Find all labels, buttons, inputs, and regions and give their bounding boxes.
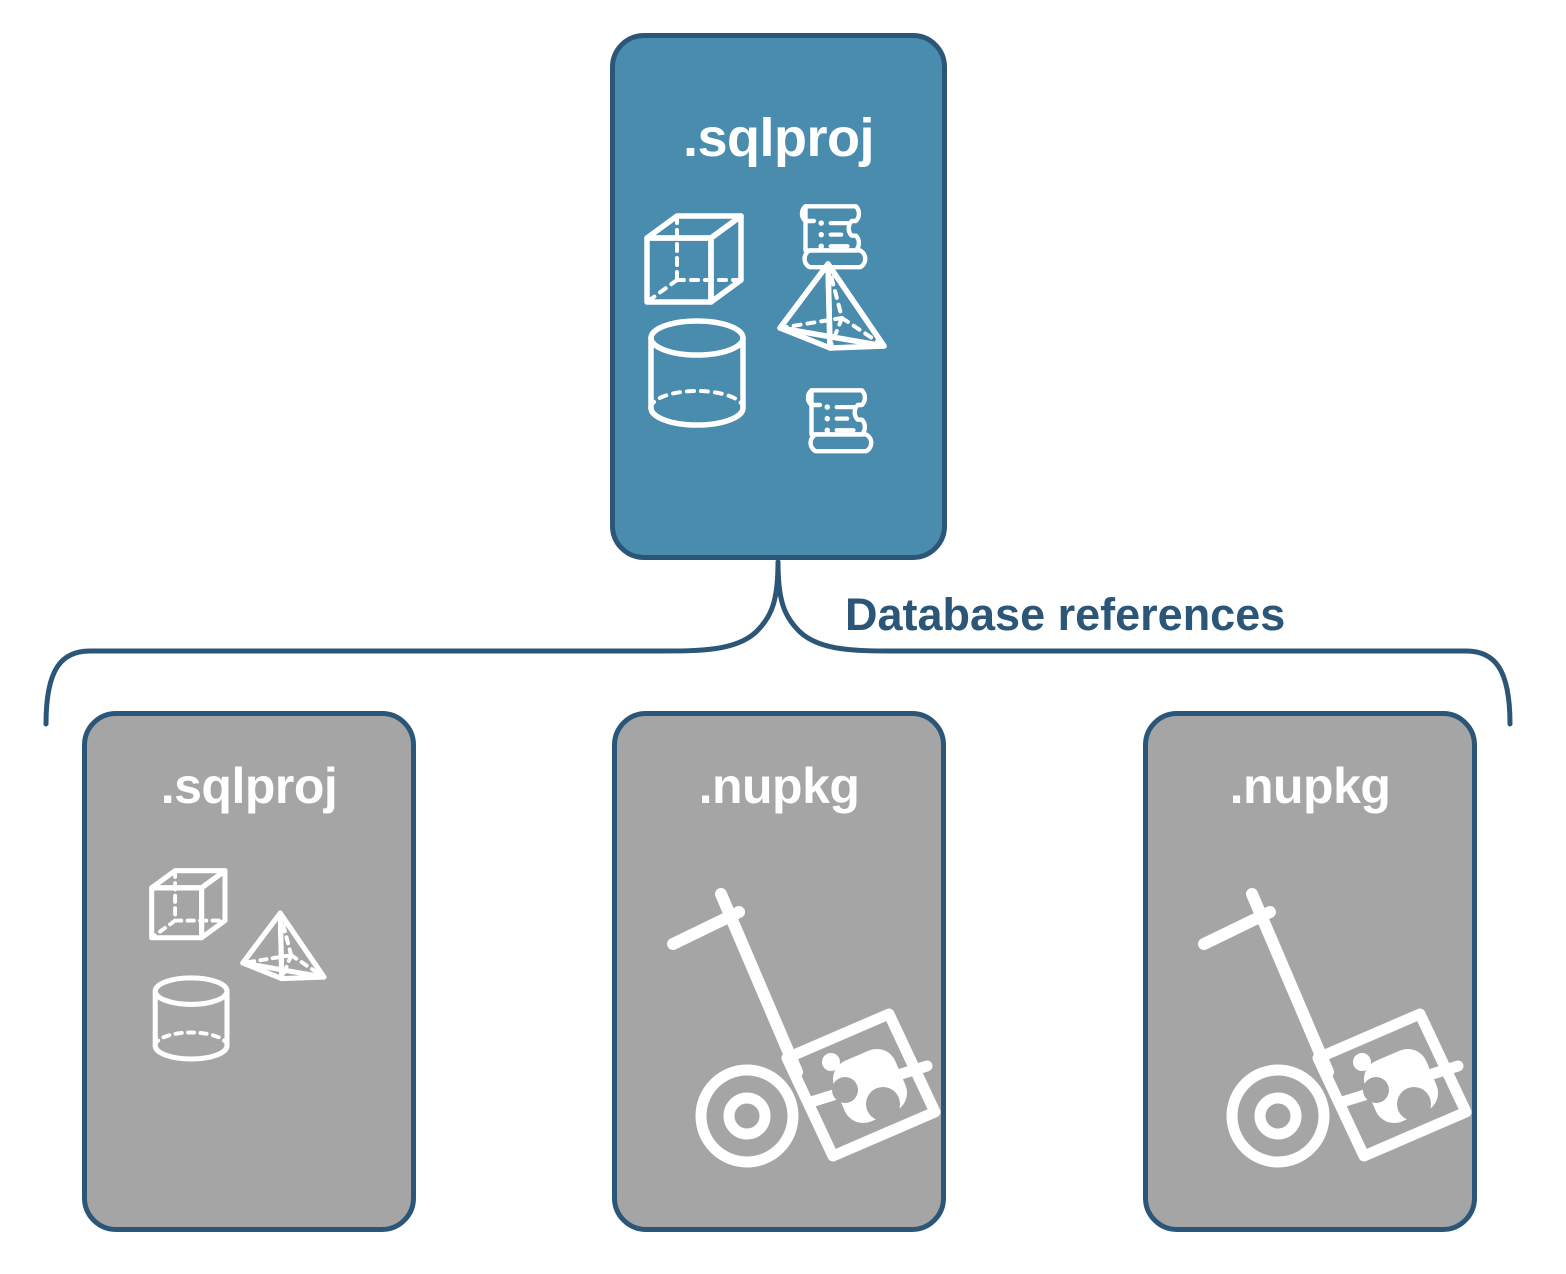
scroll-icon — [805, 388, 874, 454]
node-child-nupkg-2-title: .nupkg — [1229, 758, 1391, 814]
pyramid-icon — [240, 910, 327, 982]
scroll-icon — [799, 204, 868, 270]
node-root-title: .sqlproj — [682, 108, 875, 168]
cube-icon — [149, 868, 228, 941]
hand-truck-package-icon — [1198, 888, 1472, 1168]
cube-icon — [644, 213, 744, 305]
cylinder-icon — [152, 975, 230, 1062]
node-child-sqlproj[interactable]: .sqlproj — [82, 711, 416, 1232]
cylinder-icon — [648, 318, 746, 428]
hand-truck-package-icon — [667, 888, 941, 1168]
connector-label: Database references — [845, 589, 1286, 640]
pyramid-icon — [777, 261, 887, 351]
node-child-sqlproj-title: .sqlproj — [160, 758, 338, 814]
node-child-nupkg-1-icon-group — [617, 856, 941, 1176]
curly-brace-connector — [43, 559, 1513, 727]
node-child-nupkg-2-icon-group — [1148, 856, 1472, 1176]
node-root-icon-group — [615, 168, 942, 468]
node-root-sqlproj[interactable]: .sqlproj — [610, 33, 947, 560]
node-child-nupkg-1-title: .nupkg — [698, 758, 860, 814]
node-child-nupkg-1[interactable]: .nupkg — [612, 711, 946, 1232]
node-child-sqlproj-icon-group — [87, 856, 411, 1116]
node-child-nupkg-2[interactable]: .nupkg — [1143, 711, 1477, 1232]
